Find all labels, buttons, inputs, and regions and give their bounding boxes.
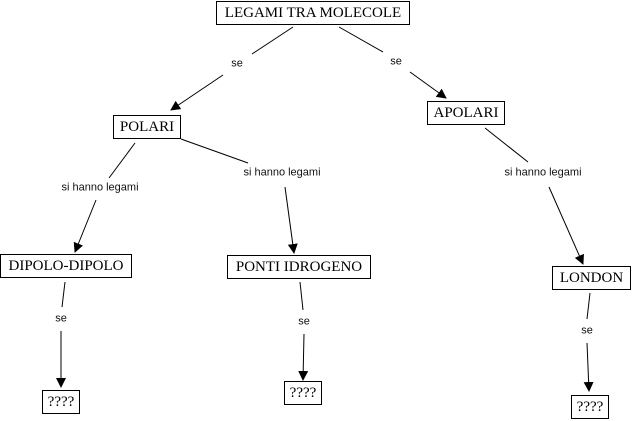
edge-polari-to-label-left: [108, 142, 136, 179]
node-dipolo-dipolo[interactable]: DIPOLO-DIPOLO: [0, 254, 132, 278]
node-unknown-3[interactable]: ????: [571, 395, 609, 419]
arrow-se-to-polari: [170, 74, 224, 111]
node-ponti-idrogeno[interactable]: PONTI IDROGENO: [227, 255, 371, 279]
edge-root-to-se-right: [338, 26, 384, 53]
link-label-ponti-unknown: se: [298, 315, 310, 329]
node-unknown-1[interactable]: ????: [42, 390, 80, 414]
node-apolari[interactable]: APOLARI: [427, 101, 505, 125]
link-label-dipolo-unknown: se: [55, 312, 67, 326]
arrow-se-to-unknown2: [298, 333, 309, 381]
arrow-se-to-unknown3: [583, 342, 594, 392]
arrow-label-to-dipolo: [73, 199, 97, 253]
arrow-label-to-london: [548, 186, 584, 265]
link-label-london-unknown: se: [581, 324, 593, 338]
link-label-polari-dipolo: si hanno legami: [61, 181, 139, 195]
arrow-se-to-apolari: [409, 71, 447, 99]
edge-apolari-to-label: [484, 127, 529, 163]
edge-dipolo-to-se: [61, 281, 66, 308]
edge-ponti-to-se: [299, 281, 304, 311]
edge-london-to-se: [586, 292, 591, 320]
edge-root-to-se-left: [251, 26, 294, 55]
node-london[interactable]: LONDON: [552, 266, 631, 290]
link-label-polari-ponti: si hanno legami: [243, 166, 321, 180]
link-label-apolari-london: si hanno legami: [504, 166, 582, 180]
node-root[interactable]: LEGAMI TRA MOLECOLE: [216, 1, 410, 25]
node-unknown-2[interactable]: ????: [284, 381, 322, 405]
node-polari[interactable]: POLARI: [113, 115, 181, 139]
link-label-root-apolari: se: [390, 55, 402, 69]
edge-polari-to-label-right: [180, 138, 249, 164]
arrow-label-to-ponti: [284, 186, 298, 254]
link-label-root-polari: se: [231, 57, 243, 71]
